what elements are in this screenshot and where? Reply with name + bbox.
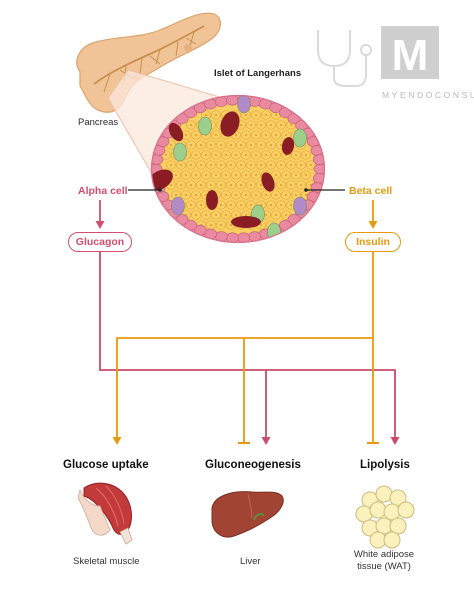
alpha-to-glucagon-arrow [95, 200, 105, 229]
beta-cell-pointer [304, 188, 345, 192]
stethoscope-icon [317, 30, 372, 87]
pp-cell [293, 196, 307, 216]
alpha-cell [237, 232, 250, 243]
glucose-uptake-label: Glucose uptake [63, 459, 149, 471]
alpha-cell [226, 232, 239, 243]
adipose-tissue-label: White adipose tissue (WAT) [353, 549, 415, 572]
lipolysis-label: Lipolysis [360, 459, 410, 471]
delta-cell [173, 142, 187, 162]
pancreas-label: Pancreas [78, 117, 119, 128]
pp-cell [237, 95, 251, 114]
alpha-cell [226, 95, 239, 106]
skeletal-muscle-label: Skeletal muscle [73, 556, 140, 567]
watermark-logo: M [381, 26, 439, 80]
capillary [206, 190, 218, 210]
pp-cell [171, 196, 185, 216]
liver-label: Liver [240, 556, 261, 567]
alpha-cell [312, 154, 325, 165]
glucagon-arrowhead-adipose [390, 437, 400, 445]
beta-cell-label: Beta cell [349, 185, 393, 197]
capillary [168, 122, 184, 142]
alpha-cell-pointer [128, 188, 162, 192]
capillary [231, 216, 261, 228]
alpha-cell-label: Alpha cell [78, 185, 128, 197]
glucagon-badge: Glucagon [68, 232, 132, 252]
glucagon-arrowhead-liver [261, 437, 271, 445]
adipocyte [375, 485, 393, 503]
adipocyte [369, 501, 387, 519]
capillary [220, 111, 240, 137]
gluconeogenesis-label: Gluconeogenesis [205, 459, 301, 471]
adipocyte [383, 531, 401, 549]
delta-cell [198, 116, 212, 136]
insulin-badge: Insulin [345, 232, 401, 252]
alpha-cell [306, 136, 320, 147]
adipose-tissue-illustration [355, 485, 415, 549]
delta-cell [293, 128, 307, 148]
islet-of-langerhans [150, 94, 326, 244]
insulin-pathway [116, 252, 374, 442]
capillary [281, 137, 295, 155]
insulin-arrowhead-muscle [112, 437, 122, 445]
glucagon-pathway [99, 252, 396, 438]
watermark-text: MYENDOCONSULT [382, 90, 474, 100]
skeletal-muscle-illustration [77, 482, 133, 545]
islet-title: Islet of Langerhans [214, 68, 302, 79]
liver-illustration [211, 491, 284, 538]
capillary [261, 172, 275, 192]
beta-to-insulin-arrow [368, 200, 378, 229]
adipocyte [397, 501, 415, 519]
alpha-cell [156, 191, 170, 202]
svg-text:M: M [392, 31, 429, 80]
